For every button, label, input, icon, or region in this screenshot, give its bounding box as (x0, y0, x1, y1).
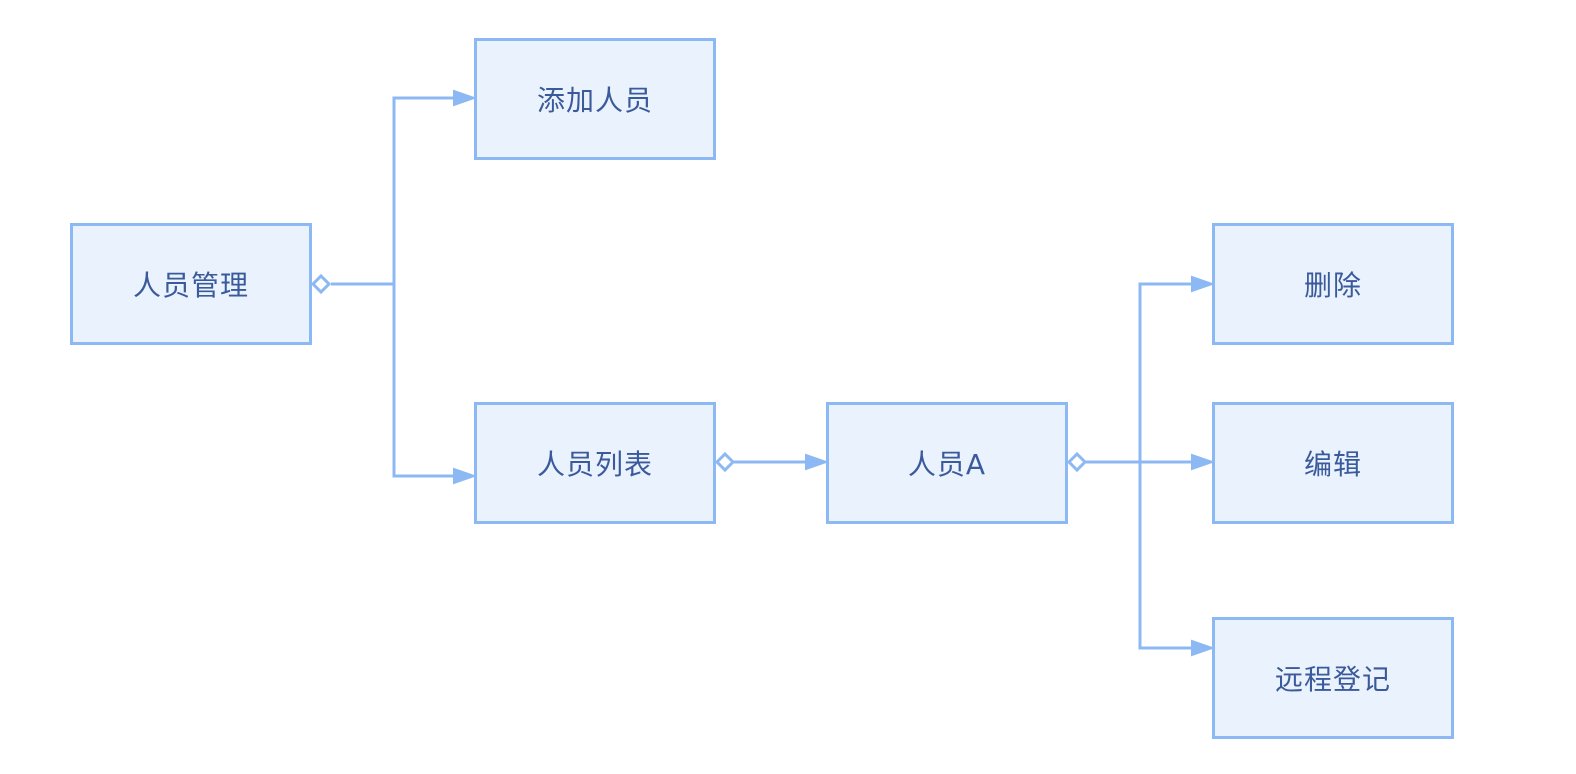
node-label: 人员A (907, 448, 987, 481)
edge-personnel-management-to-personnel-list (392, 284, 456, 478)
arrowhead-marker (1191, 275, 1216, 293)
diamond-marker (714, 451, 736, 473)
node-edit[interactable]: 编辑 (1212, 402, 1454, 524)
node-add-personnel[interactable]: 添加人员 (474, 38, 716, 160)
arrowhead-marker (453, 467, 478, 485)
arrowhead-marker (1191, 639, 1216, 657)
node-personnel-list[interactable]: 人员列表 (474, 402, 716, 524)
edge-personnel-a-to-delete (1138, 282, 1194, 462)
diamond-marker (310, 273, 332, 295)
arrowhead-marker (805, 453, 830, 471)
arrowhead-marker (1191, 453, 1216, 471)
arrowhead-marker (453, 89, 478, 107)
node-delete[interactable]: 删除 (1212, 223, 1454, 345)
diamond-marker (1066, 451, 1088, 473)
node-label: 编辑 (1303, 448, 1362, 481)
node-remote-register[interactable]: 远程登记 (1212, 617, 1454, 739)
node-label: 远程登记 (1274, 663, 1391, 696)
node-label: 人员管理 (132, 269, 249, 302)
edge-personnel-management-to-add-personnel (331, 96, 456, 286)
node-label: 人员列表 (536, 448, 653, 481)
node-personnel-management[interactable]: 人员管理 (70, 223, 312, 345)
edge-personnel-a-to-remote-register (1138, 462, 1194, 650)
node-personnel-a[interactable]: 人员A (826, 402, 1068, 524)
node-label: 删除 (1303, 269, 1362, 302)
node-label: 添加人员 (536, 84, 653, 117)
